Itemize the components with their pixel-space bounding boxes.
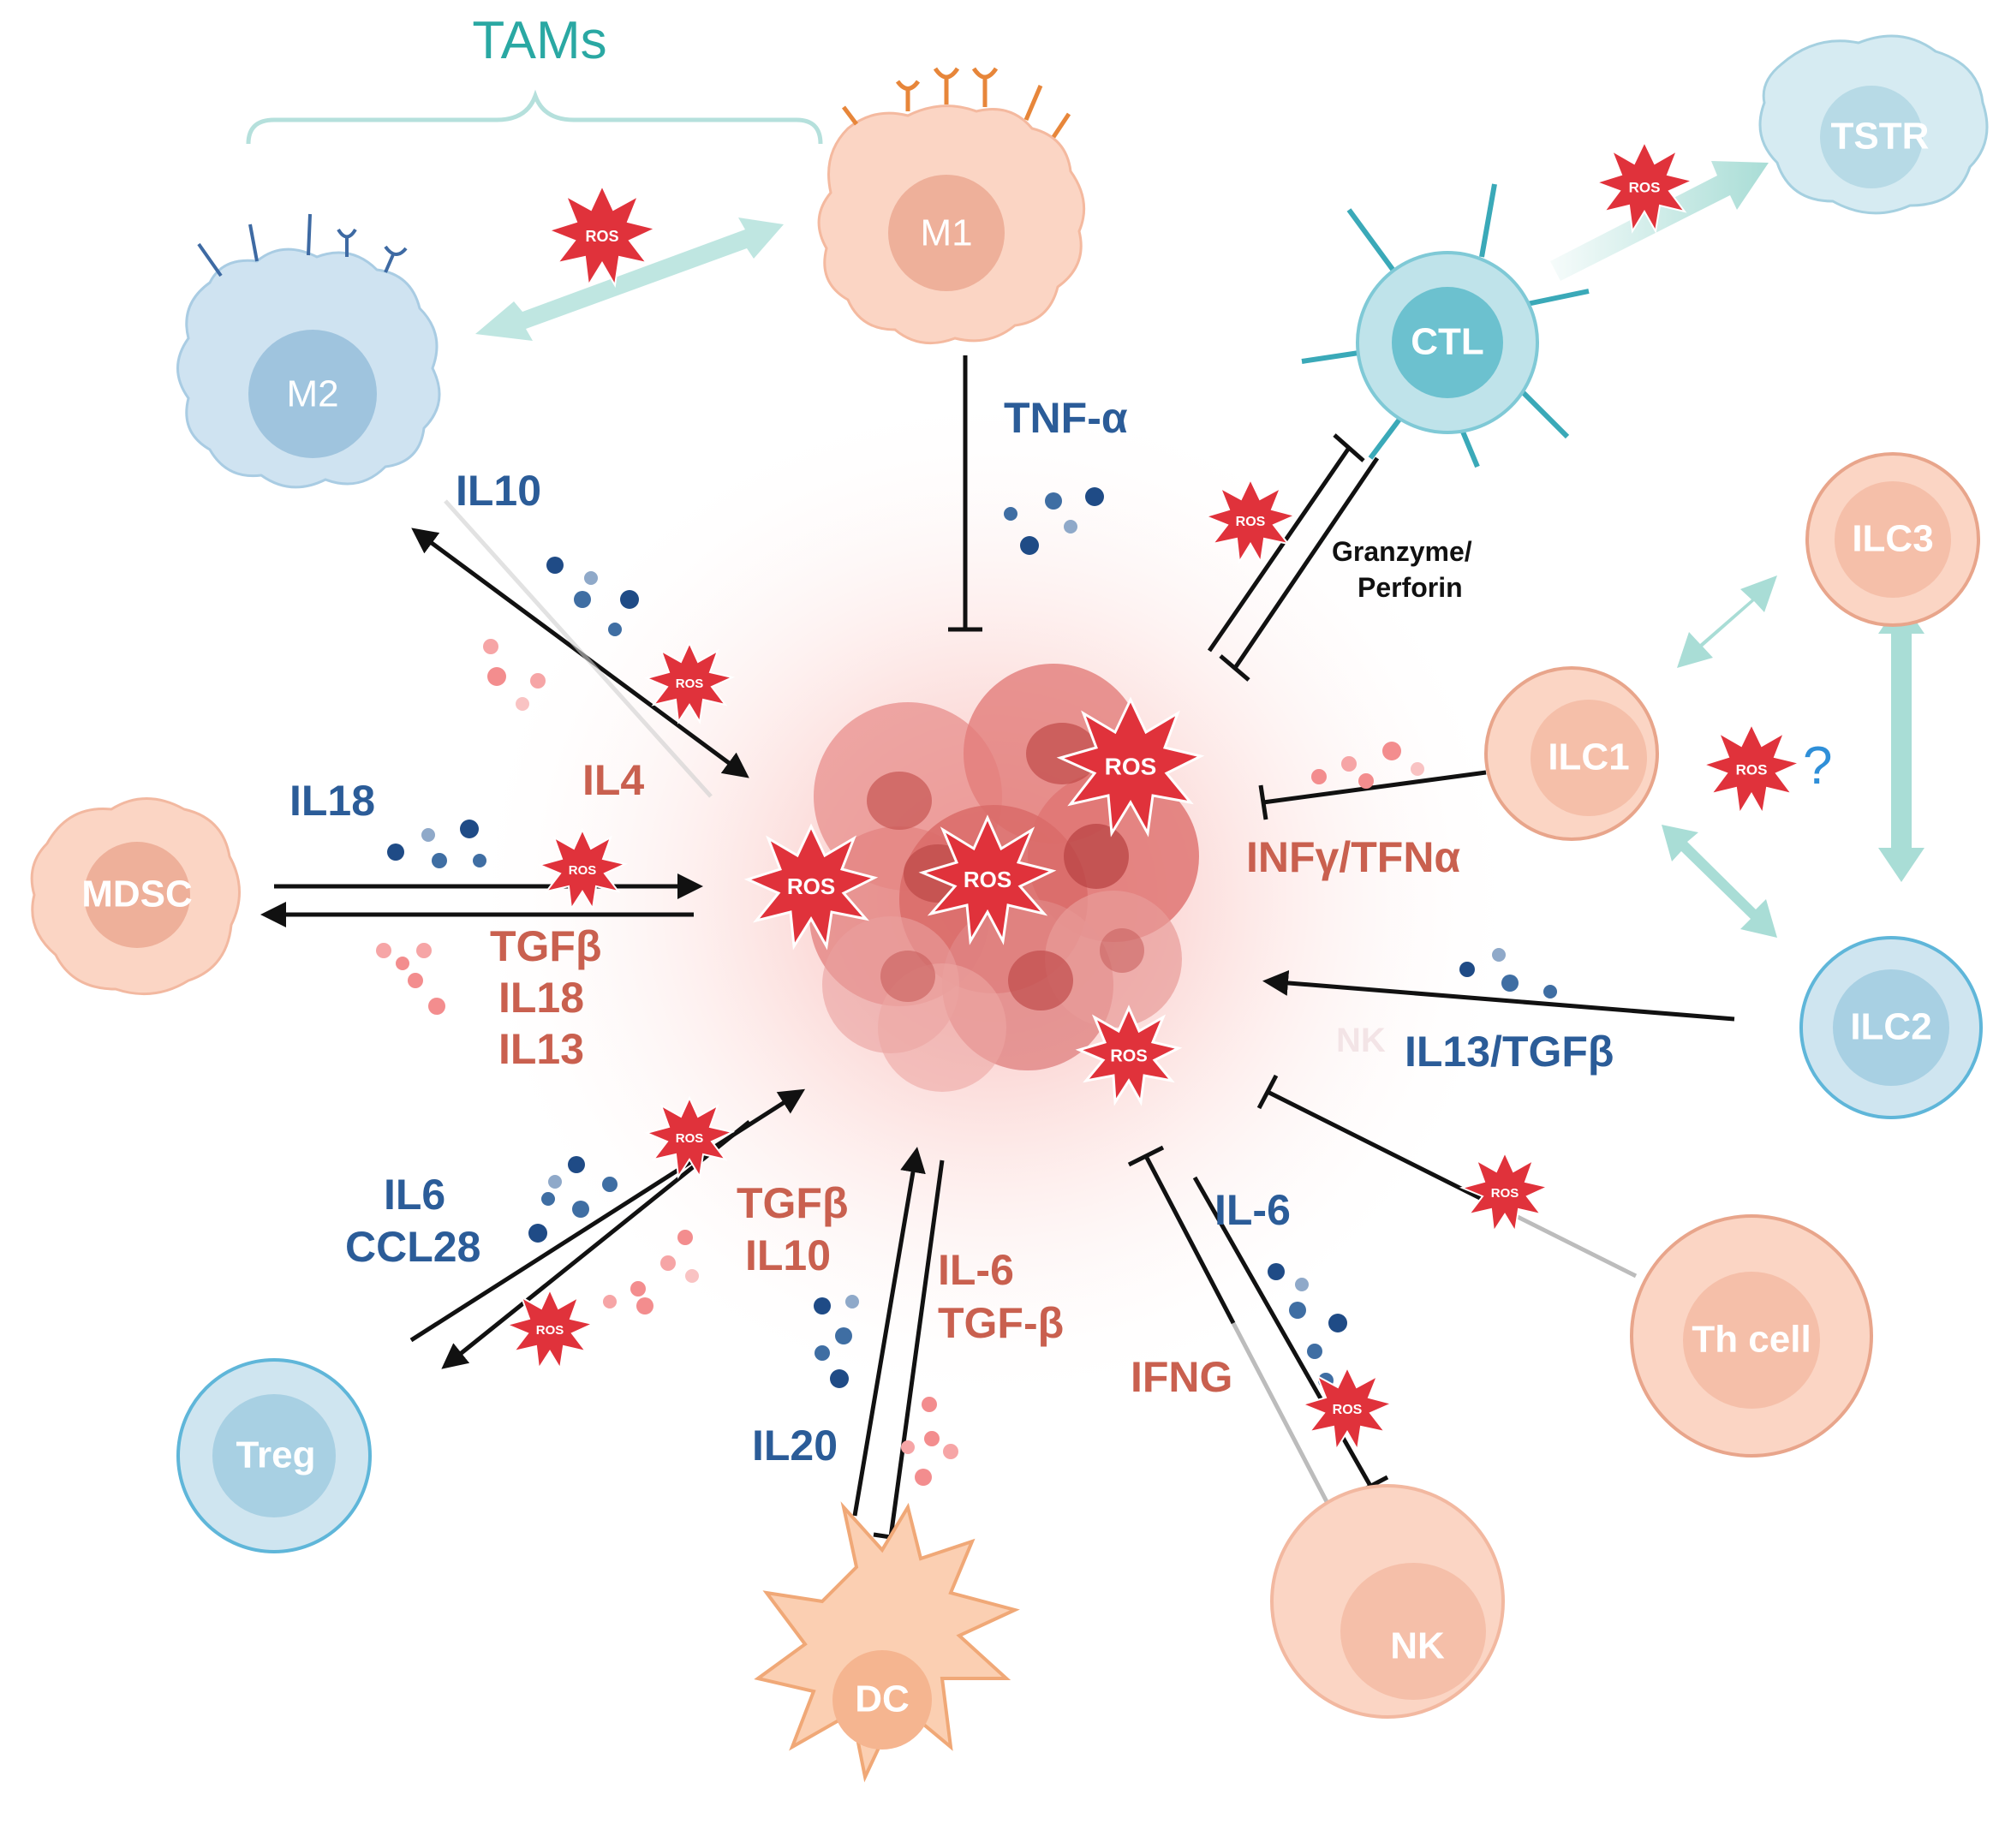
svg-text:ROS: ROS (1110, 1046, 1147, 1065)
tstr-cell: TSTR (1758, 34, 1989, 215)
mdsc-label: MDSC (81, 873, 193, 915)
ros-tumor-top: ROS (1056, 696, 1205, 838)
th-cell: Th cell (1630, 1214, 1873, 1458)
m1-cell: M1 (817, 67, 1086, 345)
tnf-label: TNF-α (1004, 394, 1128, 442)
granzyme-label-1: Granzyme/ (1332, 536, 1472, 567)
treg-blue-2: CCL28 (345, 1223, 480, 1271)
ros-mdsc-line: ROS (536, 827, 629, 911)
svg-text:ROS: ROS (1105, 753, 1157, 779)
nk-faint-label: NK (1336, 1022, 1386, 1059)
mdsc-red-3: IL13 (498, 1025, 584, 1073)
ilc2-label: ILC2 (1850, 1006, 1931, 1048)
mdsc-red-2: IL18 (498, 974, 584, 1022)
ros-tumor-bottom: ROS (1075, 1004, 1183, 1106)
ctl-cell: CTL (1301, 183, 1590, 468)
ilc1-cell: ILC1 (1484, 666, 1659, 841)
il4-label: IL4 (582, 756, 644, 804)
mdsc-arrows (260, 873, 703, 927)
ctl-label: CTL (1411, 321, 1484, 363)
il18-mdsc-label: IL18 (289, 777, 375, 825)
treg-blue-1: IL6 (384, 1171, 445, 1219)
cytokine-dots (376, 487, 1557, 1486)
ros-ilc: ROS (1700, 722, 1803, 816)
m1-m2-exchange-arrow (475, 218, 784, 341)
ros-m1-m2: ROS (546, 183, 658, 288)
nk-cell: NK (1270, 1484, 1505, 1719)
tams-bracket (246, 89, 823, 145)
ros-nk-line: ROS (1299, 1365, 1395, 1453)
ros-tumor-left: ROS (743, 823, 879, 951)
inf-label: INFγ/TFNα (1246, 833, 1460, 881)
ros-th-line: ROS (1459, 1150, 1551, 1234)
treg-red-1: TGFβ (737, 1179, 849, 1227)
granzyme-label-2: Perforin (1358, 572, 1463, 603)
il20-label: IL20 (752, 1422, 838, 1469)
mdsc-red-1: TGFβ (490, 922, 602, 970)
ros-starbursts: ROS ROS ROS ROS ROS ROS ROS ROS (504, 140, 1803, 1453)
ilc2-arrow (1262, 969, 1735, 1022)
svg-text:ROS: ROS (787, 873, 835, 899)
ilc1-inhibition-line (1258, 770, 1487, 820)
treg-label: Treg (236, 1434, 316, 1476)
svg-text:ROS: ROS (676, 677, 704, 691)
ctl-inhibition-lines (1207, 433, 1380, 682)
svg-text:ROS: ROS (1236, 515, 1266, 529)
dc-red-1: IL-6 (938, 1246, 1014, 1294)
tstr-label: TSTR (1831, 116, 1930, 158)
th-inhibition-line (1256, 1074, 1638, 1279)
question-mark: ? (1803, 736, 1832, 796)
treg-cell: Treg (176, 1358, 372, 1553)
m1-label: M1 (920, 212, 972, 254)
tams-title: TAMs (472, 11, 606, 70)
ros-tumor-center: ROS (918, 814, 1057, 945)
dc-cell: DC (754, 1501, 1020, 1783)
m1-inhibition-line (948, 355, 982, 632)
ilc1-label: ILC1 (1548, 736, 1629, 778)
ilc2-cell: ILC2 (1799, 936, 1983, 1119)
svg-text:ROS: ROS (1333, 1403, 1363, 1417)
svg-text:ROS: ROS (964, 867, 1011, 892)
m2-receptors (197, 213, 408, 277)
ilc-teal-arrows (1662, 575, 1924, 938)
ros-ctl-tstr: ROS (1593, 140, 1696, 234)
ctl-tstr-arrow (1550, 161, 1769, 281)
ros-ctl-line: ROS (1202, 477, 1298, 565)
il13-tgf-label: IL13/TGFβ (1405, 1028, 1614, 1076)
svg-text:ROS: ROS (1629, 179, 1661, 195)
treg-red-2: IL10 (745, 1231, 831, 1279)
ros-treg-lower: ROS (504, 1287, 596, 1371)
mdsc-cell: MDSC (30, 797, 241, 996)
ros-treg-upper: ROS (643, 1095, 736, 1179)
dc-label: DC (855, 1678, 910, 1720)
il10-m2-label: IL10 (456, 467, 541, 515)
m2-cell: M2 (176, 213, 441, 489)
nk-label: NK (1390, 1625, 1445, 1667)
m2-label: M2 (286, 373, 338, 415)
svg-text:ROS: ROS (536, 1323, 564, 1338)
ros-m2-line: ROS (643, 641, 736, 724)
tumor-cluster (809, 664, 1199, 1092)
svg-text:ROS: ROS (676, 1131, 704, 1146)
m2-tumor-arrow (411, 499, 749, 798)
ilc3-cell: ILC3 (1805, 452, 1980, 627)
th-label: Th cell (1692, 1319, 1811, 1361)
dc-red-2: TGF-β (938, 1299, 1064, 1347)
svg-text:ROS: ROS (585, 228, 618, 245)
ifng-label: IFNG (1131, 1353, 1232, 1401)
svg-text:ROS: ROS (1491, 1186, 1519, 1201)
m1-receptors (842, 67, 1071, 139)
ilc3-label: ILC3 (1852, 518, 1933, 560)
svg-text:ROS: ROS (569, 863, 597, 878)
svg-text:ROS: ROS (1736, 761, 1768, 778)
il6-nk-label: IL-6 (1214, 1186, 1291, 1234)
